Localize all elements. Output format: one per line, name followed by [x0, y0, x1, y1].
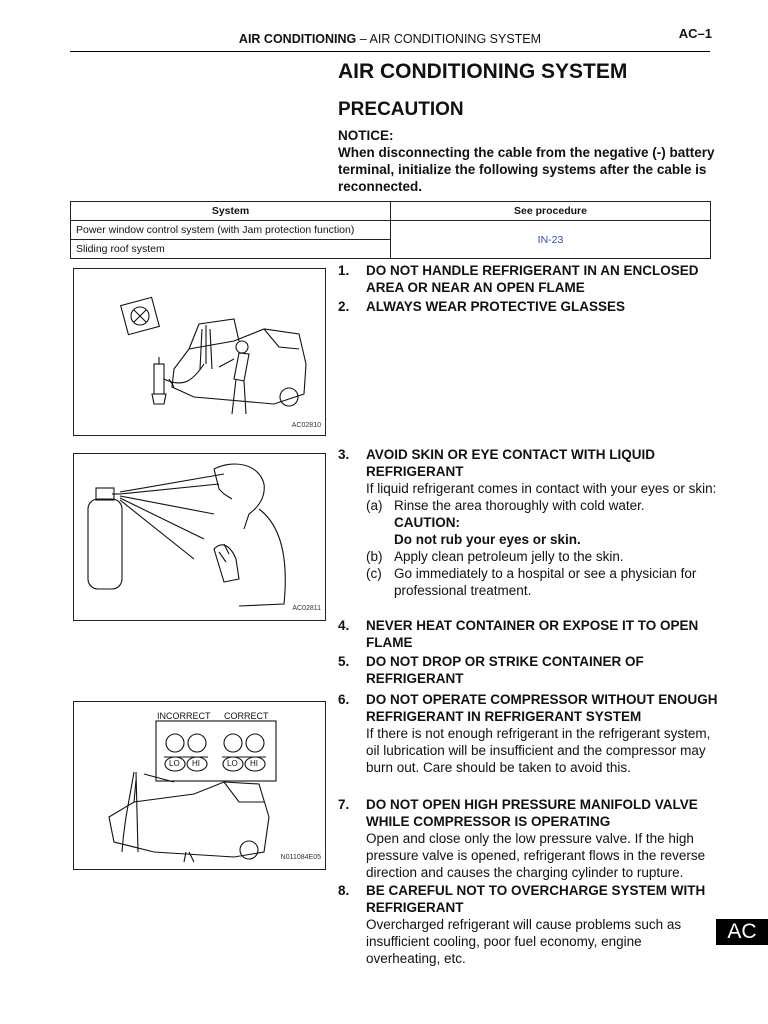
list-item: 1. DO NOT HANDLE REFRIGERANT IN AN ENCLO…	[338, 262, 718, 296]
item-text: Overcharged refrigerant will cause probl…	[366, 917, 682, 966]
sub-item-label: (c)	[366, 566, 382, 581]
item-heading: BE CAREFUL NOT TO OVERCHARGE SYSTEM WITH…	[366, 883, 706, 915]
list-item: 4. NEVER HEAT CONTAINER OR EXPOSE IT TO …	[338, 617, 718, 651]
item-number: 7.	[338, 797, 350, 812]
list-item: 7. DO NOT OPEN HIGH PRESSURE MANIFOLD VA…	[338, 796, 718, 881]
list-item: 8. BE CAREFUL NOT TO OVERCHARGE SYSTEM W…	[338, 882, 718, 967]
sub-item: (b) Apply clean petroleum jelly to the sk…	[366, 548, 718, 565]
notice-label: NOTICE:	[338, 128, 394, 143]
item-number: 8.	[338, 883, 350, 898]
item-number: 5.	[338, 654, 350, 669]
header-rule	[70, 51, 710, 52]
incorrect-label: INCORRECT	[157, 711, 211, 721]
item-heading: NEVER HEAT CONTAINER OR EXPOSE IT TO OPE…	[366, 618, 699, 650]
table-header-system: System	[70, 201, 391, 221]
section-title: PRECAUTION	[338, 99, 464, 120]
item-heading: DO NOT DROP OR STRIKE CONTAINER OF REFRI…	[366, 654, 644, 686]
item-number: 6.	[338, 692, 350, 707]
item-heading: ALWAYS WEAR PROTECTIVE GLASSES	[366, 299, 626, 314]
gauge-inset-box	[155, 720, 277, 782]
item-heading: DO NOT HANDLE REFRIGERANT IN AN ENCLOSED…	[366, 263, 699, 295]
manifold-gauge-illustration	[108, 720, 277, 863]
figure-code: N011084E05	[280, 854, 321, 861]
table-cell-system: Sliding roof system	[70, 239, 391, 259]
gauge-hi-label: HI	[192, 759, 200, 768]
page-title: AIR CONDITIONING SYSTEM	[338, 60, 628, 83]
item-number: 3.	[338, 447, 350, 462]
sub-item: (a) Rinse the area thoroughly with cold w…	[366, 497, 718, 514]
list-item: 5. DO NOT DROP OR STRIKE CONTAINER OF RE…	[338, 653, 718, 687]
page-number: AC–1	[678, 26, 712, 41]
header-separator: –	[359, 32, 367, 46]
section-tab: AC	[716, 919, 768, 945]
gauge-lo-label: LO	[169, 759, 180, 768]
figure-compressor-gauges: INCORRECT CORRECT LO HI LO HI N011084E05	[73, 701, 326, 870]
running-header: AIR CONDITIONING – AIR CONDITIONING SYST…	[70, 32, 710, 46]
list-item: 6. DO NOT OPERATE COMPRESSOR WITHOUT ENO…	[338, 691, 718, 776]
correct-label: CORRECT	[224, 711, 269, 721]
item-heading: DO NOT OPEN HIGH PRESSURE MANIFOLD VALVE…	[366, 797, 698, 829]
figure-refrigerant-enclosed: AC02810	[73, 268, 326, 436]
gauge-hi-label: HI	[250, 759, 258, 768]
sub-list: (b) Apply clean petroleum jelly to the sk…	[366, 548, 718, 599]
sub-item-text: Rinse the area thoroughly with cold wate…	[394, 498, 645, 513]
item-number: 2.	[338, 299, 350, 314]
table-row: Sliding roof system	[70, 239, 711, 259]
spray-face-illustration	[87, 463, 286, 607]
item-text: If there is not enough refrigerant in th…	[366, 726, 711, 775]
header-section: AIR CONDITIONING	[238, 32, 357, 46]
procedure-link[interactable]: IN-23	[390, 220, 711, 259]
notice-text: When disconnecting the cable from the ne…	[338, 145, 715, 194]
item-heading: AVOID SKIN OR EYE CONTACT WITH LIQUID RE…	[366, 447, 655, 479]
table-header-procedure: See procedure	[390, 201, 711, 221]
notice-block: NOTICE: When disconnecting the cable fro…	[338, 127, 718, 195]
item-number: 4.	[338, 618, 350, 633]
sub-item-text: Apply clean petroleum jelly to the skin.	[394, 549, 624, 564]
item-text: Open and close only the low pressure val…	[366, 831, 706, 880]
item-number: 1.	[338, 263, 350, 278]
system-table: System See procedure Power window contro…	[70, 201, 711, 259]
sub-item-label: (a)	[366, 498, 383, 513]
list-item: 3. AVOID SKIN OR EYE CONTACT WITH LIQUID…	[338, 446, 718, 599]
caution-text: Do not rub your eyes or skin.	[394, 532, 581, 547]
car-service-illustration	[119, 296, 307, 415]
item-heading: DO NOT OPERATE COMPRESSOR WITHOUT ENOUGH…	[366, 692, 718, 724]
sub-list: (a) Rinse the area thoroughly with cold w…	[366, 497, 718, 514]
sub-item-label: (b)	[366, 549, 383, 564]
item-text: If liquid refrigerant comes in contact w…	[366, 481, 717, 496]
figure-code: AC02810	[291, 422, 321, 429]
table-row: Power window control system (with Jam pr…	[70, 220, 711, 259]
table-cell-system: Power window control system (with Jam pr…	[70, 220, 391, 240]
sub-item: (c) Go immediately to a hospital or see a…	[366, 565, 718, 599]
caution-label: CAUTION:	[394, 515, 460, 530]
figure-code: AC02811	[292, 605, 321, 612]
figure-skin-eye-contact: AC02811	[73, 453, 326, 621]
sub-item-text: Go immediately to a hospital or see a ph…	[394, 566, 697, 598]
gauge-lo-label: LO	[227, 759, 238, 768]
list-item: 2. ALWAYS WEAR PROTECTIVE GLASSES	[338, 298, 718, 315]
header-subsection: AIR CONDITIONING SYSTEM	[369, 32, 542, 46]
